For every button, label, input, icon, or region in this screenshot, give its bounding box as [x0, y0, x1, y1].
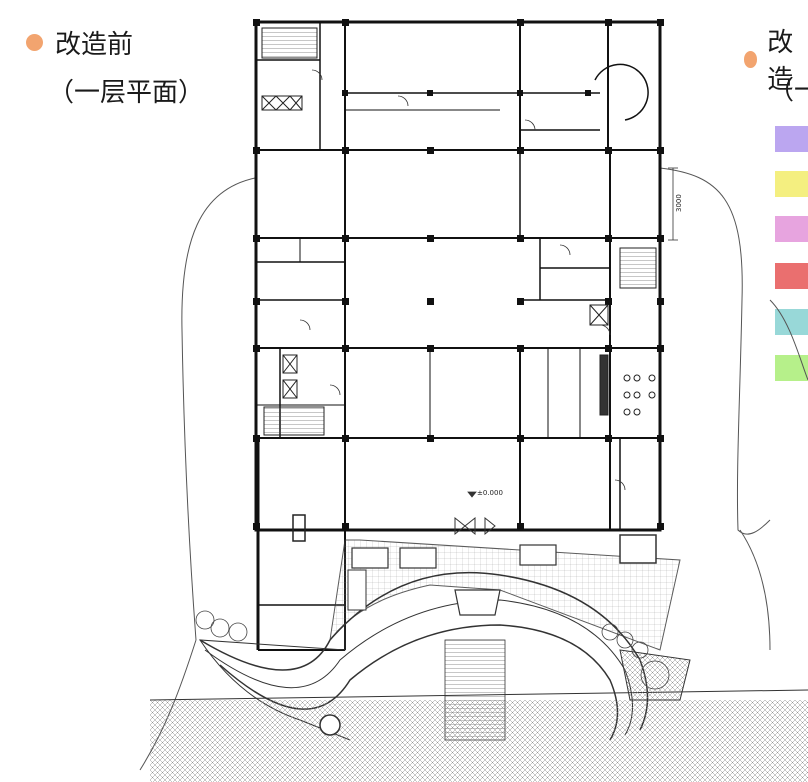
- right-heading: 改造: [744, 22, 808, 96]
- right-subtitle: （一: [768, 76, 808, 106]
- left-subtitle: （一层平面）: [48, 78, 205, 108]
- bullet-dot-icon: [26, 34, 43, 51]
- legend-swatch-4: [775, 263, 808, 289]
- structural-columns: [253, 19, 664, 530]
- landscape-trees: [195, 610, 670, 690]
- legend-swatch-3: [775, 216, 808, 242]
- bullet-dot-icon: [744, 50, 758, 68]
- left-heading: 改造前: [26, 24, 133, 61]
- legend-swatch-1: [775, 126, 808, 152]
- legend-swatch-6: [775, 355, 808, 381]
- dimension-label: 3000: [675, 194, 683, 212]
- stairs-and-elevators: [261, 27, 657, 542]
- restroom-fixtures: [599, 354, 656, 416]
- right-title: 改造: [767, 28, 794, 95]
- legend-swatch-2: [775, 171, 808, 197]
- entrance-plaza: [149, 516, 808, 782]
- door-swings: [299, 69, 626, 491]
- left-title: 改造前: [55, 30, 134, 60]
- dimension-marks: [467, 167, 678, 498]
- building-walls: [254, 20, 662, 651]
- elevation-label: ±0.000: [477, 489, 503, 497]
